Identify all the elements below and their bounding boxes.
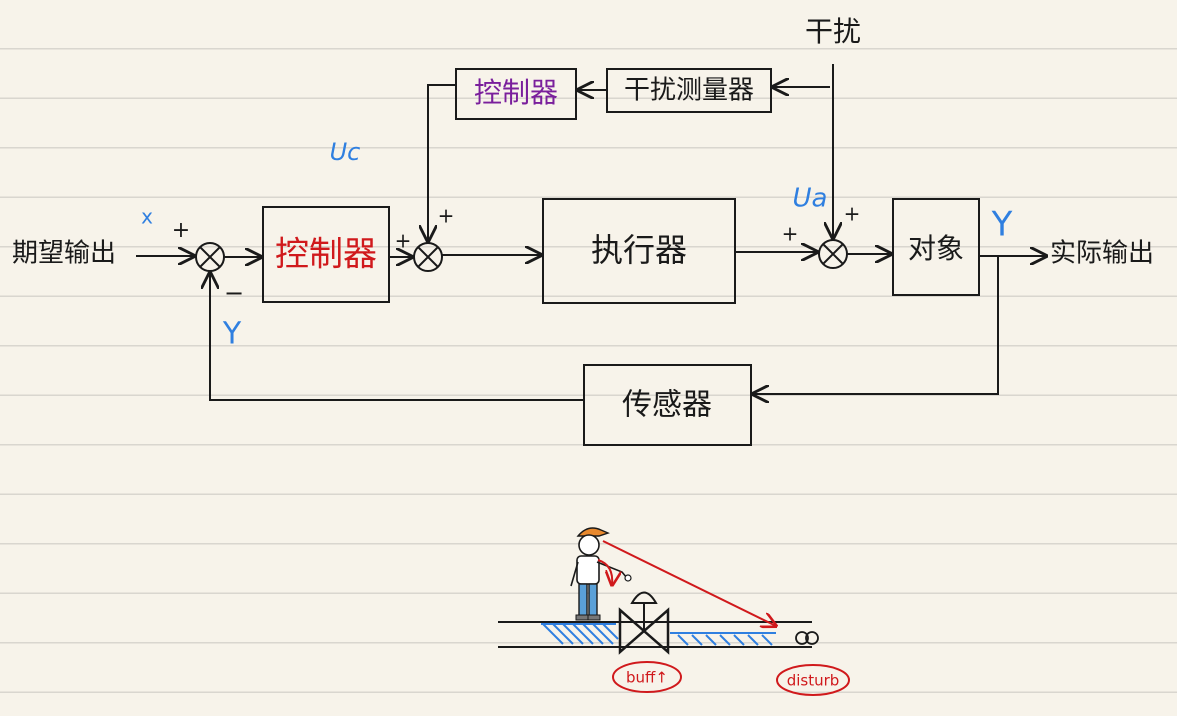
sight-to-pipe-arrow bbox=[602, 540, 776, 626]
signal-ua-label: Ua bbox=[793, 184, 828, 214]
feedback-to-sensor-line bbox=[753, 256, 999, 394]
controller-ff-label: 控制器 bbox=[474, 76, 558, 109]
sensor-label: 传感器 bbox=[622, 388, 712, 423]
junction1-plus-sign: + bbox=[172, 218, 190, 243]
controller-ff-block bbox=[455, 68, 577, 120]
plant-label: 对象 bbox=[908, 232, 964, 265]
junction2-plus-sign-left: + bbox=[395, 229, 412, 253]
sensor-to-junction1-line bbox=[210, 273, 584, 401]
signal-y-output-label: Y bbox=[991, 205, 1013, 245]
buff-annotation-label: buff↑ bbox=[626, 669, 668, 687]
disturbance-sensor-label: 干扰测量器 bbox=[624, 76, 754, 106]
disturb-annotation-label: disturb bbox=[787, 672, 840, 690]
buff-annotation-oval bbox=[612, 661, 682, 693]
signal-x-label: x bbox=[141, 205, 153, 229]
sight-to-valve-arrow bbox=[597, 559, 612, 585]
signal-y-feedback-label: Y bbox=[222, 317, 242, 352]
summing-junction-3 bbox=[818, 239, 848, 269]
signal-uc-label: Uc bbox=[330, 138, 361, 166]
controller-main-block bbox=[262, 206, 390, 303]
summing-junction-2 bbox=[413, 242, 443, 272]
plant-block bbox=[892, 198, 980, 296]
expected-output-label: 期望输出 bbox=[12, 239, 116, 269]
actual-output-label: 实际输出 bbox=[1050, 239, 1154, 269]
sensor-block bbox=[583, 364, 752, 446]
controller-main-label: 控制器 bbox=[275, 235, 377, 275]
actuator-label: 执行器 bbox=[591, 231, 687, 269]
junction3-plus-sign-left: + bbox=[782, 222, 799, 246]
disturb-annotation-oval bbox=[776, 664, 850, 696]
summing-junction-1 bbox=[195, 242, 225, 272]
junction3-plus-sign-top: + bbox=[844, 202, 861, 226]
junction2-plus-sign-top: + bbox=[438, 204, 455, 228]
disturbance-label: 干扰 bbox=[805, 15, 861, 48]
ff-controller-to-junction2-line bbox=[428, 84, 456, 241]
junction1-minus-sign: − bbox=[224, 279, 244, 307]
operator-figure bbox=[570, 527, 632, 621]
